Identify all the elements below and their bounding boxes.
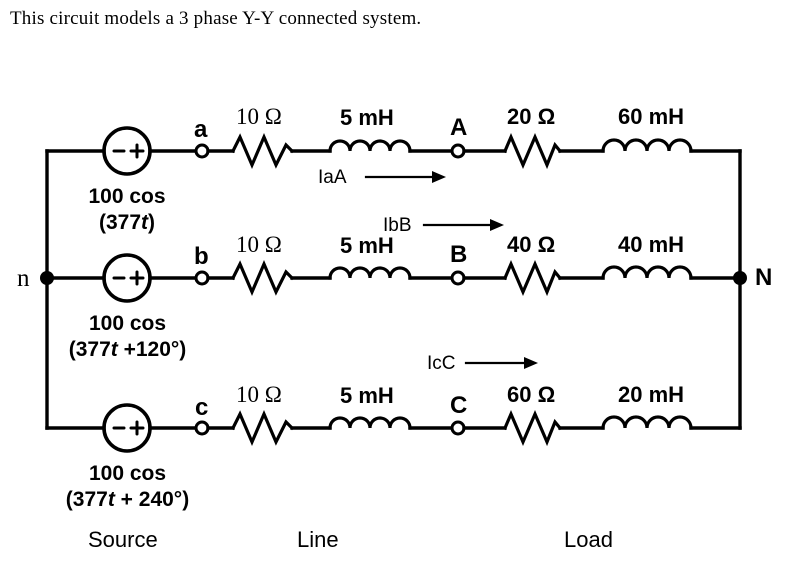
line-resistor-c xyxy=(230,409,295,447)
source-a-amplitude: 100 cos xyxy=(88,185,166,208)
section-label-line: Line xyxy=(297,527,339,552)
neutral-dot-N xyxy=(733,271,747,285)
terminal-node-A xyxy=(450,143,466,159)
source-a-phase: (377t) xyxy=(47,210,207,236)
source-a-phase-var: t xyxy=(141,211,149,234)
line-inductor-c xyxy=(328,416,412,430)
source-label-b: 100 cos (377t +120°) xyxy=(35,311,220,363)
load-resistor-C xyxy=(502,409,563,447)
load-inductor-A xyxy=(601,138,693,153)
terminal-label-B: B xyxy=(450,241,468,268)
section-label-load: Load xyxy=(564,527,613,552)
line-inductance-label-a: 5 mH xyxy=(340,105,394,130)
source-b-phase: (377t +120°) xyxy=(35,337,220,363)
current-arrowhead-IaA xyxy=(432,171,446,183)
terminal-label-C: C xyxy=(450,392,468,419)
terminal-node-a xyxy=(194,143,210,159)
source-b-phase-suffix: +120°) xyxy=(117,338,187,361)
load-inductor-C xyxy=(601,415,693,430)
neutral-label-N: N xyxy=(755,264,773,291)
terminal-label-b: b xyxy=(194,243,209,270)
load-inductor-B xyxy=(601,265,693,280)
load-resistance-label-A: 20 Ω xyxy=(507,104,556,129)
line-inductance-label-b: 5 mH xyxy=(340,233,394,258)
terminal-label-c: c xyxy=(195,394,209,421)
current-arrowhead-IcC xyxy=(524,357,538,369)
terminal-label-A: A xyxy=(450,114,468,141)
source-c-phase-var: t xyxy=(107,488,115,511)
neutral-label-n: n xyxy=(17,265,30,292)
line-resistor-a xyxy=(230,132,295,170)
load-resistance-label-C: 60 Ω xyxy=(507,382,556,407)
section-label-source: Source xyxy=(88,527,158,552)
source-a-phase-suffix: ) xyxy=(148,211,156,234)
source-label-a: 100 cos (377t) xyxy=(47,184,207,236)
neutral-dot-n xyxy=(40,271,54,285)
load-resistor-B xyxy=(502,259,563,297)
line-resistance-label-c: 10 Ω xyxy=(236,382,282,407)
source-c-phase: (377t + 240°) xyxy=(30,487,225,513)
line-inductor-a xyxy=(328,139,412,153)
terminal-node-b xyxy=(194,270,210,286)
source-c-amplitude: 100 cos xyxy=(88,462,167,485)
source-c-phase-suffix: + 240°) xyxy=(114,488,190,511)
source-b-phase-var: t xyxy=(110,338,118,361)
current-arrowhead-IbB xyxy=(490,219,504,231)
load-resistance-label-B: 40 Ω xyxy=(507,232,556,257)
current-label-IbB: IbB xyxy=(383,215,412,236)
current-label-IcC: IcC xyxy=(427,353,456,374)
terminal-node-C xyxy=(450,420,466,436)
line-inductance-label-c: 5 mH xyxy=(340,383,394,408)
terminal-label-a: a xyxy=(194,116,208,143)
line-resistance-label-b: 10 Ω xyxy=(236,232,282,257)
page-caption: This circuit models a 3 phase Y-Y connec… xyxy=(10,8,422,29)
source-c-phase-prefix: (377 xyxy=(65,488,108,511)
source-a-phase-prefix: (377 xyxy=(98,211,142,234)
load-inductance-label-A: 60 mH xyxy=(618,104,685,129)
source-label-c: 100 cos (377t + 240°) xyxy=(30,461,225,513)
load-resistor-A xyxy=(502,132,563,170)
load-inductance-label-B: 40 mH xyxy=(618,232,685,257)
terminal-node-c xyxy=(194,420,210,436)
line-inductor-b xyxy=(328,266,412,280)
source-b-amplitude: 100 cos xyxy=(88,312,167,335)
line-resistance-label-a: 10 Ω xyxy=(236,104,282,129)
source-b-phase-prefix: (377 xyxy=(68,338,111,361)
current-label-IaA: IaA xyxy=(318,167,347,188)
load-inductance-label-C: 20 mH xyxy=(618,382,685,407)
terminal-node-B xyxy=(450,270,466,286)
line-resistor-b xyxy=(230,259,295,297)
